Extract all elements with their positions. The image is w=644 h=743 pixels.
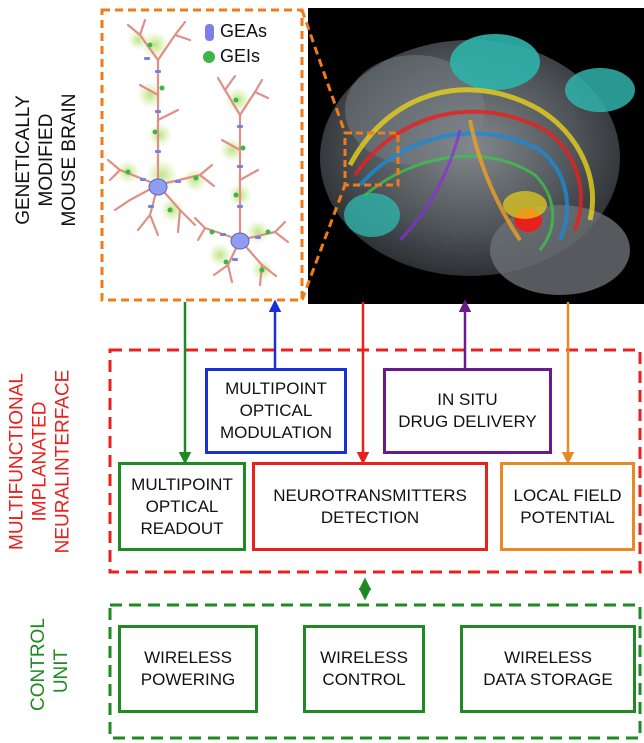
- neurotransmitters-text: NEUROTRANSMITTERS DETECTION: [273, 485, 467, 527]
- zoom-region: [343, 131, 400, 187]
- optical-readout-text: MULTIPOINT OPTICAL READOUT: [131, 474, 233, 538]
- control-side-label: CONTROL UNIT: [27, 618, 73, 711]
- brain-side-label: GENETICALLY MODIFIED MOUSE BRAIN: [12, 90, 80, 230]
- control-side-label-text: CONTROL UNIT: [28, 618, 72, 711]
- interface-side-label: MULTIFUNCTIONAL IMPLANATED NEURALINTERFA…: [6, 367, 75, 557]
- gei-legend-icon: [203, 51, 215, 63]
- neuron-frame: [100, 8, 304, 302]
- neurotransmitters-box: NEUROTRANSMITTERS DETECTION: [252, 462, 488, 551]
- neuron-illustration: [106, 18, 290, 287]
- optical-readout-box: MULTIPOINT OPTICAL READOUT: [118, 462, 246, 551]
- optical-modulation-text: MULTIPOINT OPTICAL MODULATION: [219, 379, 333, 442]
- zoom-line-bottom: [300, 184, 347, 301]
- wireless-storage-text: WIRELESS DATA STORAGE: [483, 648, 613, 689]
- legend-geis: GEIs: [220, 46, 260, 67]
- brain-image: [308, 8, 644, 304]
- wireless-control-text: WIRELESS CONTROL: [320, 648, 408, 689]
- brain-side-label-text: GENETICALLY MODIFIED MOUSE BRAIN: [13, 93, 80, 227]
- interface-side-label-text: MULTIFUNCTIONAL IMPLANATED NEURALINTERFA…: [6, 369, 74, 554]
- wireless-powering-box: WIRELESS POWERING: [118, 625, 258, 713]
- drug-delivery-box: IN SITU DRUG DELIVERY: [383, 368, 552, 454]
- local-field-box: LOCAL FIELD POTENTIAL: [500, 462, 635, 551]
- gea-legend-icon: [205, 24, 214, 41]
- wireless-powering-text: WIRELESS POWERING: [140, 648, 236, 689]
- optical-modulation-box: MULTIPOINT OPTICAL MODULATION: [205, 368, 347, 454]
- wireless-control-box: WIRELESS CONTROL: [303, 625, 425, 713]
- drug-delivery-text: IN SITU DRUG DELIVERY: [398, 390, 537, 431]
- legend-geas: GEAs: [220, 21, 267, 42]
- legend-geis-text: GEIs: [220, 46, 261, 66]
- zoom-line-top: [300, 9, 347, 134]
- interface-frame: [108, 348, 642, 574]
- local-field-text: LOCAL FIELD POTENTIAL: [513, 485, 622, 527]
- legend-geas-text: GEAs: [220, 21, 268, 41]
- control-frame: [108, 603, 642, 740]
- wireless-storage-box: WIRELESS DATA STORAGE: [460, 625, 636, 713]
